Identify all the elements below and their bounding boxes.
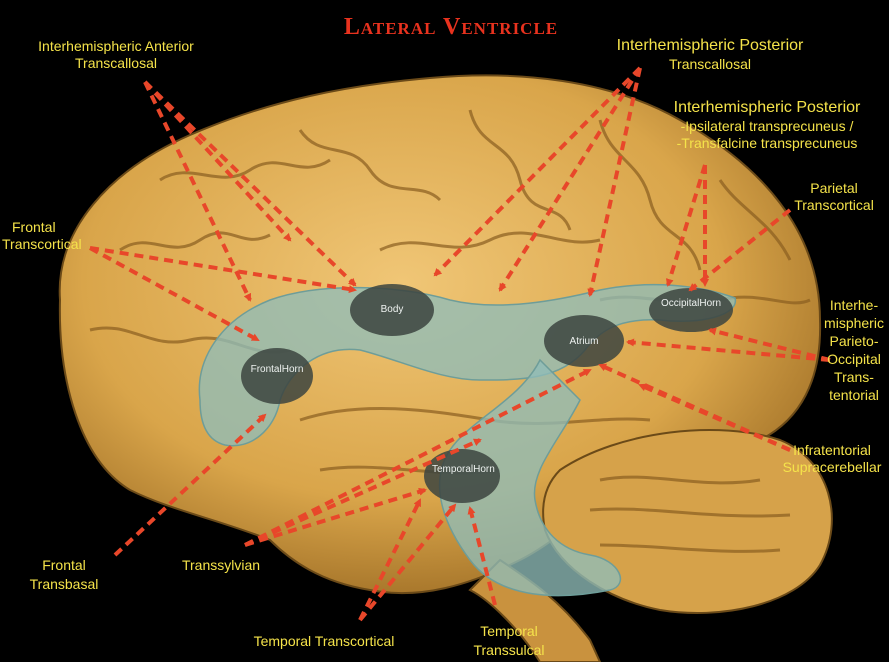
label-ih-posterior-precuneus: Interhemispheric Posterior-Ipsilateral t… xyxy=(648,98,886,152)
region-label-frontal-horn: FrontalHorn xyxy=(247,364,307,376)
label-transsylvian: Transsylvian xyxy=(166,557,276,574)
region-label-body: Body xyxy=(362,304,422,316)
region-label-atrium: Atrium xyxy=(554,336,614,348)
diagram-title: Lateral Ventricle xyxy=(318,14,584,41)
label-temporal-transcortical: Temporal Transcortical xyxy=(226,633,422,650)
oval-occipital-horn xyxy=(649,288,733,332)
region-label-occipital-horn: OccipitalHorn xyxy=(661,298,721,310)
region-label-temporal-horn: TemporalHorn xyxy=(432,464,492,476)
oval-temporal-horn xyxy=(424,449,500,503)
oval-frontal-horn xyxy=(241,348,313,404)
